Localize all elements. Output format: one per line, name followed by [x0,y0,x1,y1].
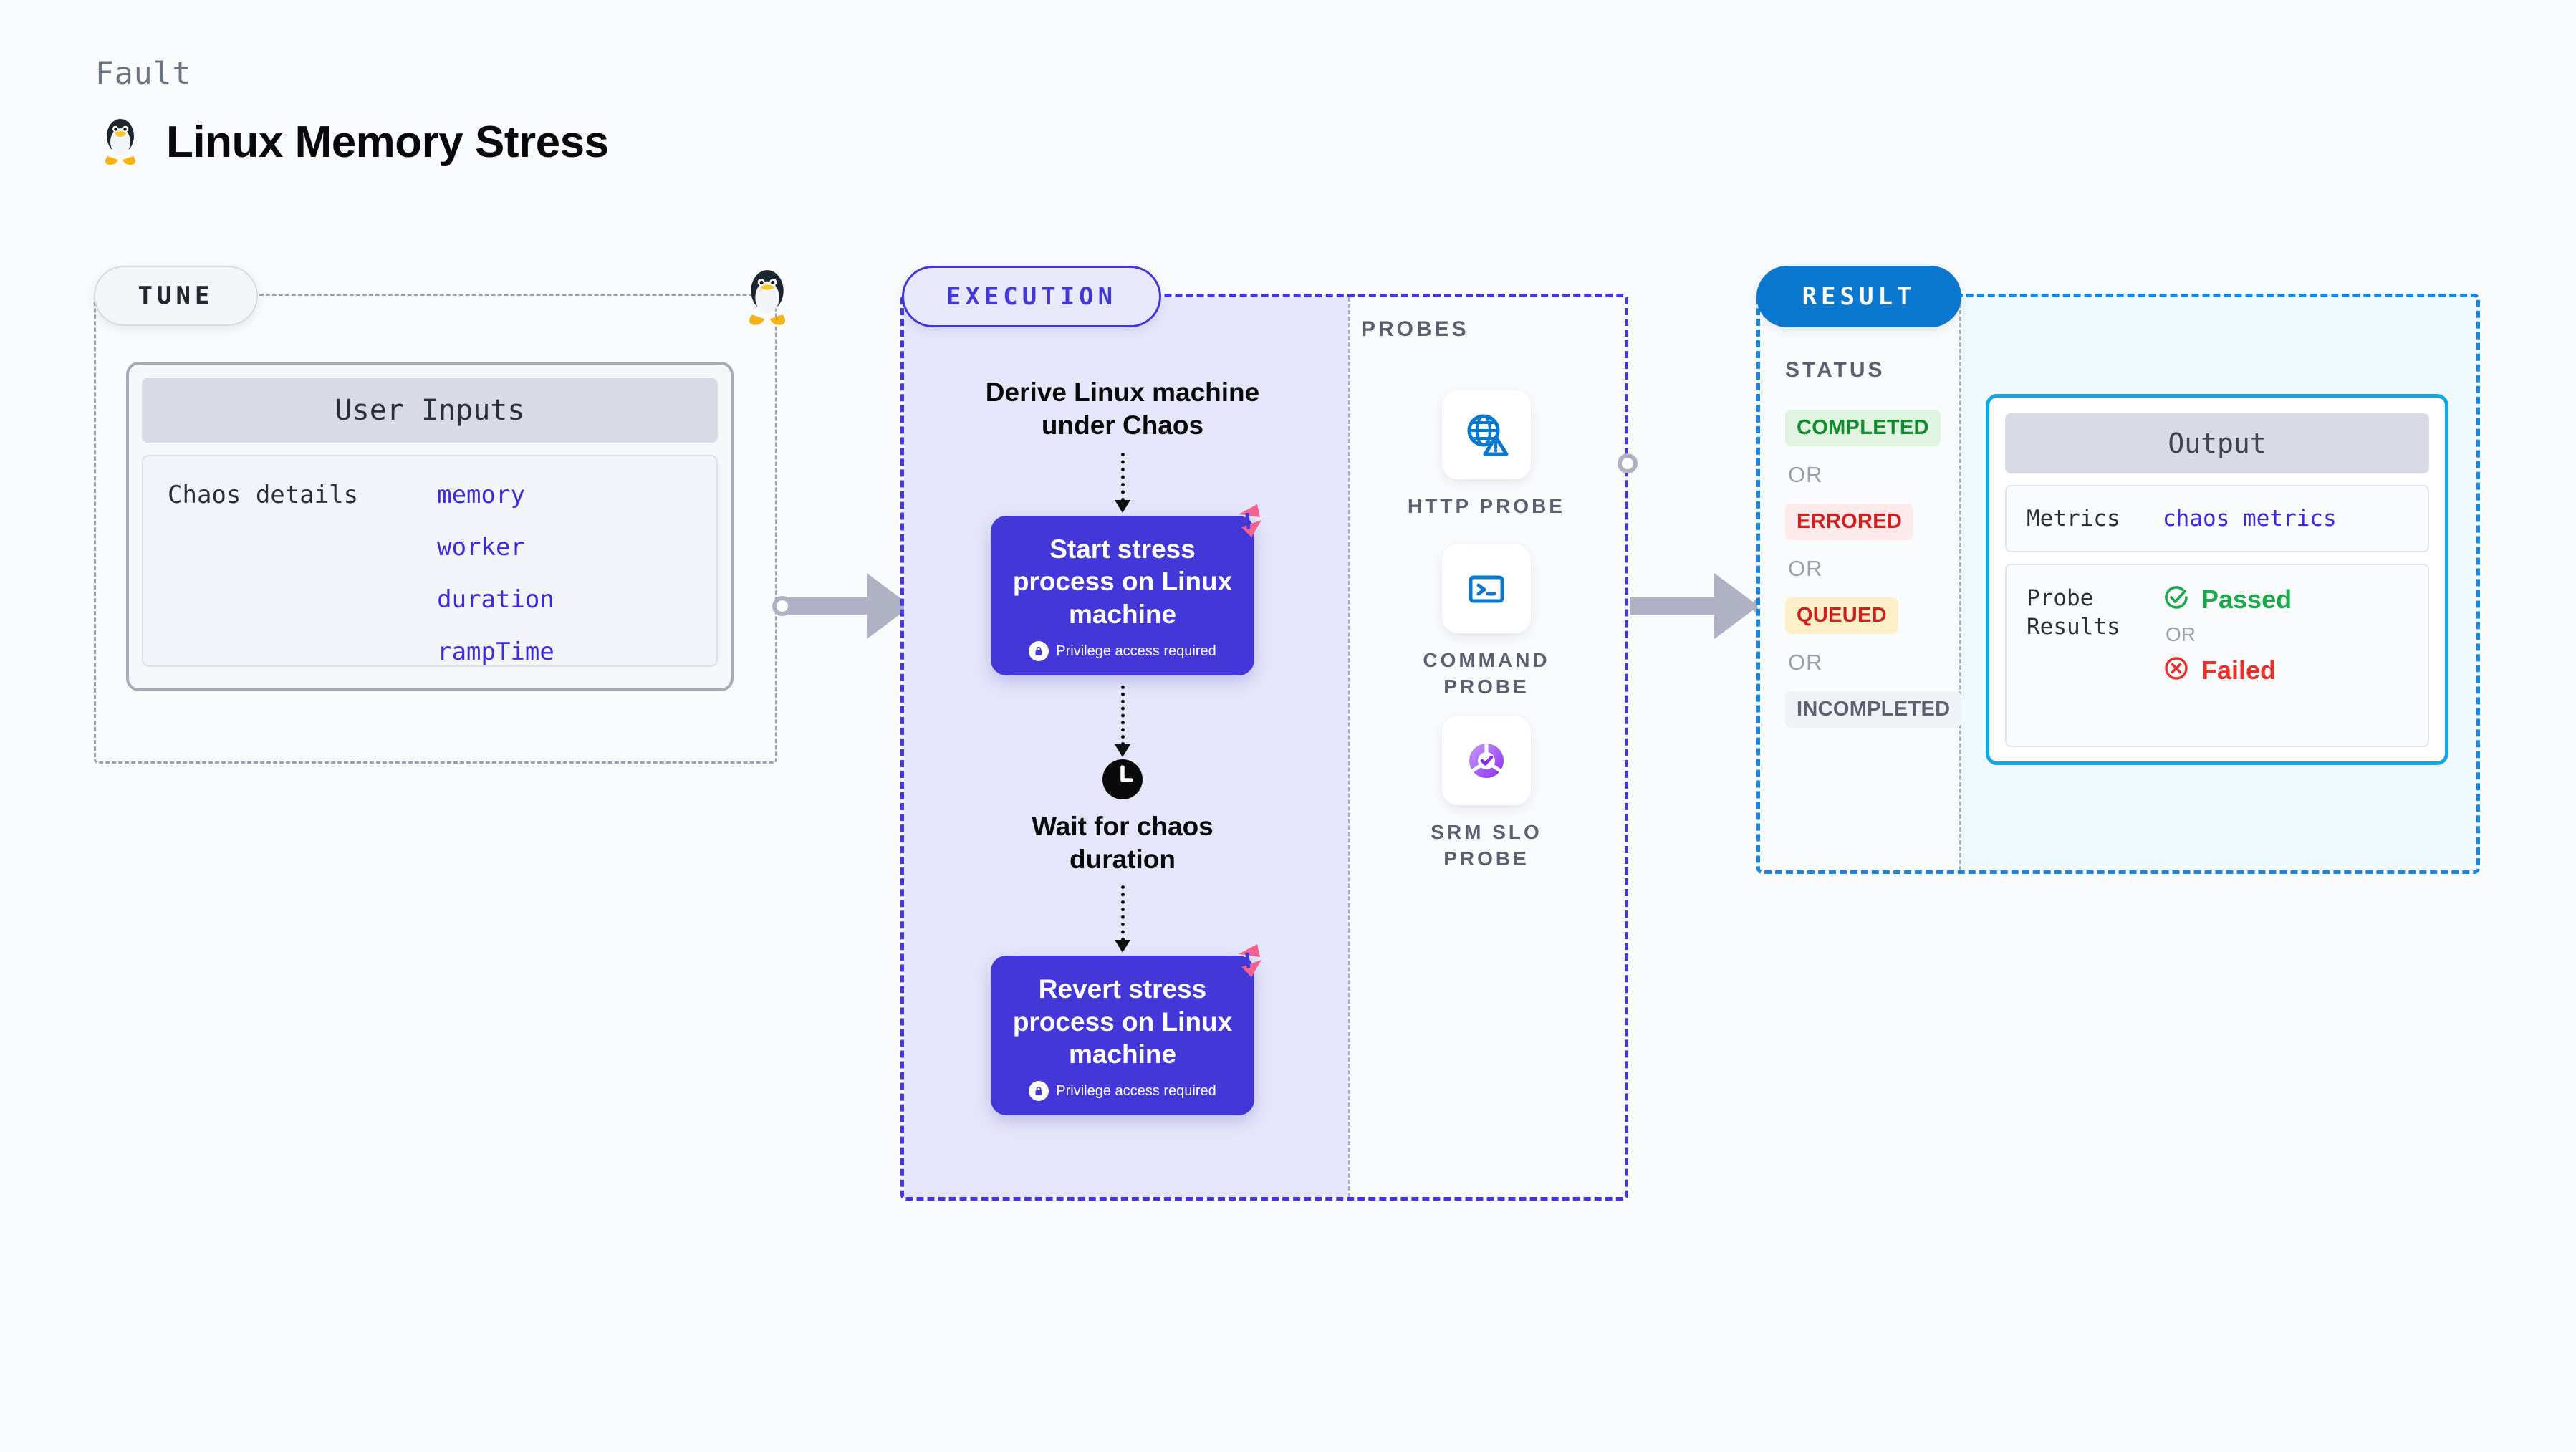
input-worker[interactable]: worker [437,533,525,562]
probe-label-command: COMMAND PROBE [1423,649,1550,698]
globe-warning-icon [1442,390,1531,479]
flow-arrow-2 [1115,686,1130,759]
execution-stage-badge[interactable]: EXECUTION [902,266,1161,327]
execution-step-revert-stress-card[interactable]: Revert stress process on Linux machine P… [991,943,1261,1116]
probe-label-http: HTTP PROBE [1408,495,1565,517]
flow-arrow-3 [1115,885,1130,954]
probe-results-key: Probe Results [2027,585,2120,640]
start-stress-note: Privilege access required [1004,641,1241,662]
execution-step-wait: Wait for chaos duration [1032,812,1213,875]
connector-line [1630,597,1714,615]
terminal-icon [1442,544,1531,633]
metrics-key: Metrics [2027,505,2120,532]
tux-penguin-corner-icon [736,265,798,327]
status-column [1760,297,1959,870]
output-card-title: Output [2005,413,2429,473]
probe-item-http[interactable]: HTTP PROBE [1400,390,1572,520]
probe-item-command[interactable]: COMMAND PROBE [1400,544,1572,701]
result-stage-badge[interactable]: RESULT [1756,266,1961,327]
user-inputs-card: User Inputs Chaos details memory worker … [126,362,734,691]
status-badge-incompleted: INCOMPLETED [1785,691,1962,728]
tux-penguin-icon [100,115,140,170]
harness-logo-icon [1226,940,1270,984]
lock-icon [1029,641,1049,662]
status-title: STATUS [1785,358,1885,382]
fault-eyebrow-label: Fault [95,56,192,92]
execution-step-derive: Derive Linux machine under Chaos [985,378,1260,441]
probe-failed-label: Failed [2201,655,2277,685]
chaos-details-values: memory worker duration rampTime [437,481,554,666]
flow-arrow-1 [1115,452,1130,514]
output-probe-results-row: Probe Results Passed OR [2005,564,2429,747]
tune-panel [94,294,777,764]
output-card: Output Metrics chaos metrics Probe Resul… [1986,394,2448,765]
probe-results-values: Passed OR Failed [2163,584,2292,686]
clock-icon [1102,759,1143,800]
execution-flow: Derive Linux machine under Chaos Start s… [900,294,1345,1201]
page-title: Linux Memory Stress [100,115,609,170]
chaos-details-label: Chaos details [168,481,359,509]
probe-label-srm-slo: SRM SLO PROBE [1431,821,1542,870]
x-circle-icon [2163,655,2190,686]
page-title-text: Linux Memory Stress [166,117,609,167]
start-stress-note-text: Privilege access required [1056,643,1216,659]
connector-arrowhead [1714,573,1759,639]
revert-stress-note-text: Privilege access required [1056,1082,1216,1099]
probe-passed-label: Passed [2201,584,2292,614]
probe-result-passed: Passed [2163,584,2292,615]
input-memory[interactable]: memory [437,481,525,509]
slo-donut-check-icon [1442,716,1531,805]
status-badge-queued: QUEUED [1785,597,1898,634]
execution-step-start-stress-card[interactable]: Start stress process on Linux machine Pr… [991,504,1261,676]
status-list: STATUS COMPLETED OR ERRORED OR QUEUED OR… [1785,358,1979,728]
metrics-value[interactable]: chaos metrics [2163,506,2337,532]
revert-stress-title: Revert stress process on Linux machine [1012,973,1233,1069]
probe-item-srm-slo[interactable]: SRM SLO PROBE [1400,716,1572,872]
start-stress-title: Start stress process on Linux machine [1012,534,1233,630]
probe-result-failed: Failed [2163,655,2292,686]
output-metrics-row: Metrics chaos metrics [2005,485,2429,552]
chaos-details-section: Chaos details memory worker duration ram… [142,455,718,667]
status-or-1: OR [1788,462,1823,487]
connector-probes-to-result [1630,573,1773,639]
tune-stage-badge[interactable]: TUNE [94,266,258,326]
probe-results-or: OR [2166,623,2196,645]
lock-icon [1029,1081,1049,1102]
probes-edge-node [1618,453,1638,473]
harness-logo-icon [1226,500,1270,544]
status-or-3: OR [1788,650,1823,675]
input-ramptime[interactable]: rampTime [437,638,554,666]
check-circle-icon [2163,584,2190,615]
probes-title: PROBES [1361,317,1469,341]
status-badge-completed: COMPLETED [1785,410,1941,446]
input-duration[interactable]: duration [437,585,554,614]
status-or-2: OR [1788,556,1823,581]
user-inputs-card-title: User Inputs [142,378,718,443]
connector-line [788,597,867,615]
status-badge-errored: ERRORED [1785,504,1914,540]
revert-stress-note: Privilege access required [1004,1081,1241,1102]
